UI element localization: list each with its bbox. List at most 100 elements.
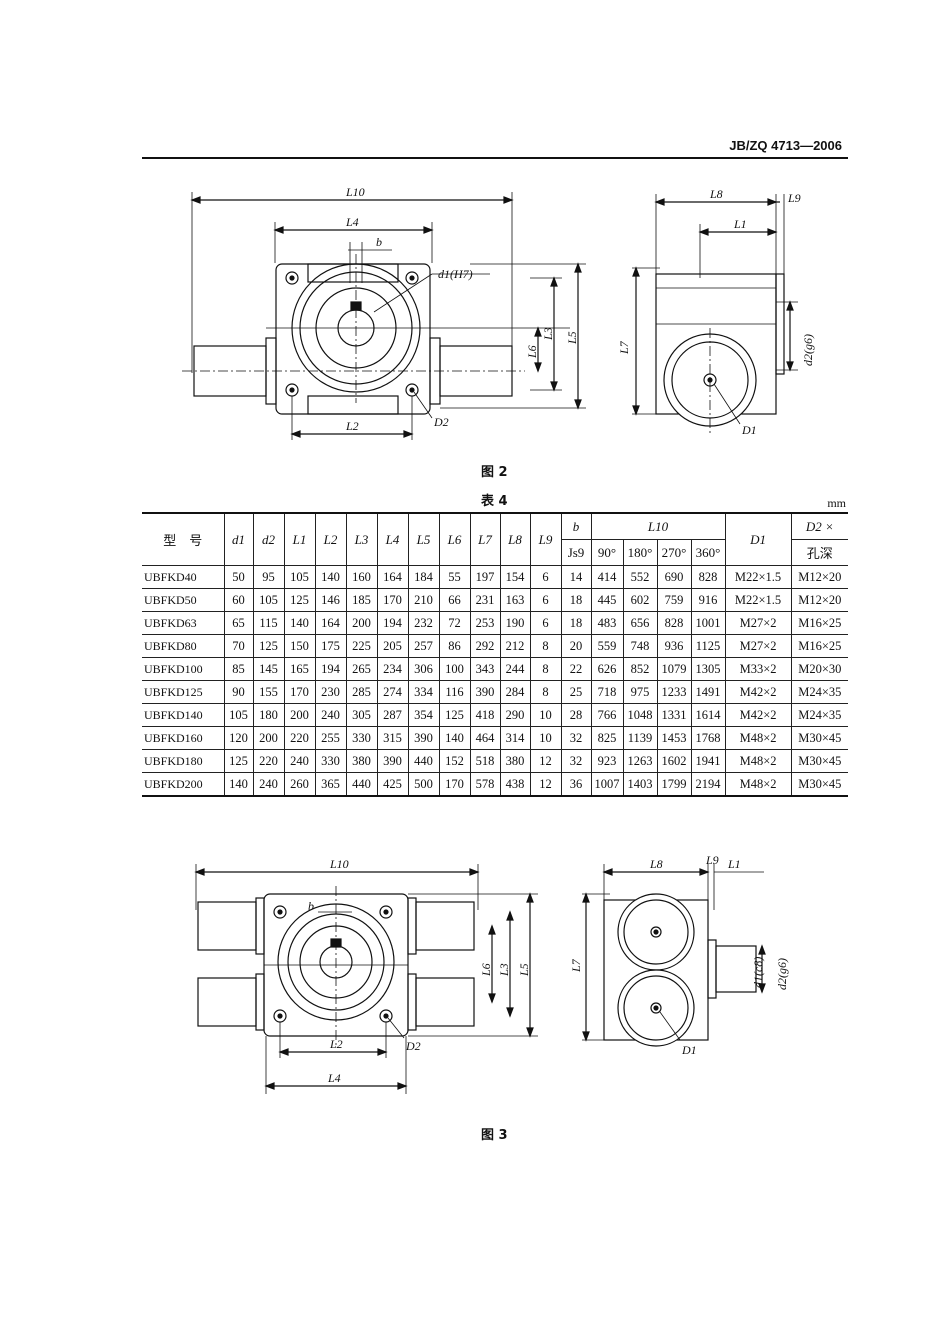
value-cell: 220: [283, 726, 316, 750]
value-cell: 154: [499, 565, 531, 589]
header-D1: D1: [724, 512, 792, 566]
fig3-label-l6: L6: [479, 963, 493, 977]
model-cell: UBFKD100: [142, 657, 225, 681]
value-cell: 85: [223, 657, 254, 681]
value-cell: 330: [345, 726, 378, 750]
value-cell: 240: [314, 703, 347, 727]
header-angle-90: 90°: [590, 539, 624, 566]
value-cell: 265: [345, 657, 378, 681]
value-cell: 170: [376, 588, 409, 612]
value-cell: 656: [622, 611, 658, 635]
value-cell: 8: [529, 634, 562, 658]
value-cell: 116: [438, 680, 471, 704]
header-l1: L1: [283, 512, 316, 566]
header-l5: L5: [407, 512, 440, 566]
value-cell: 175: [314, 634, 347, 658]
value-cell: M27×2: [724, 634, 792, 658]
value-cell: 197: [469, 565, 501, 589]
value-cell: 418: [469, 703, 501, 727]
value-cell: M30×45: [790, 726, 849, 750]
value-cell: 10: [529, 703, 562, 727]
fig2-label-l8: L8: [709, 187, 723, 201]
value-cell: 150: [283, 634, 316, 658]
value-cell: 440: [407, 749, 440, 773]
header-model: 型 号: [142, 512, 225, 566]
value-cell: 274: [376, 680, 409, 704]
value-cell: 440: [345, 772, 378, 797]
fig2-label-d1: d1(H7): [438, 267, 473, 281]
value-cell: 200: [283, 703, 316, 727]
value-cell: 1263: [622, 749, 658, 773]
value-cell: 330: [314, 749, 347, 773]
value-cell: 125: [438, 703, 471, 727]
value-cell: 200: [252, 726, 285, 750]
fig3-label-d2g6: d2(g6): [775, 958, 789, 990]
value-cell: 518: [469, 749, 501, 773]
fig2-label-l9: L9: [787, 191, 801, 205]
value-cell: 464: [469, 726, 501, 750]
value-cell: 365: [314, 772, 347, 797]
model-cell: UBFKD63: [142, 611, 225, 635]
fig2-label-l4: L4: [345, 215, 359, 229]
value-cell: M48×2: [724, 772, 792, 797]
value-cell: 1491: [690, 680, 726, 704]
value-cell: 10: [529, 726, 562, 750]
value-cell: 305: [345, 703, 378, 727]
value-cell: 1453: [656, 726, 692, 750]
value-cell: 343: [469, 657, 501, 681]
value-cell: 164: [376, 565, 409, 589]
fig2-label-b: b: [376, 235, 382, 249]
value-cell: M42×2: [724, 703, 792, 727]
value-cell: 155: [252, 680, 285, 704]
value-cell: 255: [314, 726, 347, 750]
value-cell: 6: [529, 611, 562, 635]
value-cell: 231: [469, 588, 501, 612]
value-cell: 120: [223, 726, 254, 750]
value-cell: 1403: [622, 772, 658, 797]
fig2-label-l1: L1: [733, 217, 747, 231]
value-cell: 125: [283, 588, 316, 612]
header-l7: L7: [469, 512, 501, 566]
value-cell: 759: [656, 588, 692, 612]
value-cell: 50: [223, 565, 254, 589]
value-cell: 766: [590, 703, 624, 727]
value-cell: 292: [469, 634, 501, 658]
value-cell: 194: [376, 611, 409, 635]
value-cell: 718: [590, 680, 624, 704]
model-cell: UBFKD140: [142, 703, 225, 727]
value-cell: M22×1.5: [724, 565, 792, 589]
value-cell: 18: [560, 611, 592, 635]
value-cell: 559: [590, 634, 624, 658]
value-cell: 390: [407, 726, 440, 750]
value-cell: 257: [407, 634, 440, 658]
header-l6: L6: [438, 512, 471, 566]
fig3-label-l3: L3: [497, 963, 511, 977]
value-cell: 1305: [690, 657, 726, 681]
fig2-label-l6: L6: [525, 345, 539, 359]
value-cell: 163: [499, 588, 531, 612]
value-cell: 72: [438, 611, 471, 635]
header-js9: Js9: [561, 539, 592, 566]
value-cell: 1799: [656, 772, 692, 797]
fig3-label-d2: D2: [405, 1039, 421, 1053]
value-cell: 240: [283, 749, 316, 773]
value-cell: 1079: [656, 657, 692, 681]
value-cell: 165: [283, 657, 316, 681]
value-cell: 390: [469, 680, 501, 704]
fig2-label-d2g6: d2(g6): [801, 334, 815, 366]
value-cell: 552: [622, 565, 658, 589]
value-cell: 185: [345, 588, 378, 612]
value-cell: 1048: [622, 703, 658, 727]
value-cell: 284: [499, 680, 531, 704]
table-unit: mm: [827, 496, 846, 510]
header-angle-180: 180°: [622, 539, 658, 566]
value-cell: 36: [560, 772, 592, 797]
value-cell: 975: [622, 680, 658, 704]
value-cell: 86: [438, 634, 471, 658]
value-cell: 194: [314, 657, 347, 681]
value-cell: M22×1.5: [724, 588, 792, 612]
value-cell: 287: [376, 703, 409, 727]
